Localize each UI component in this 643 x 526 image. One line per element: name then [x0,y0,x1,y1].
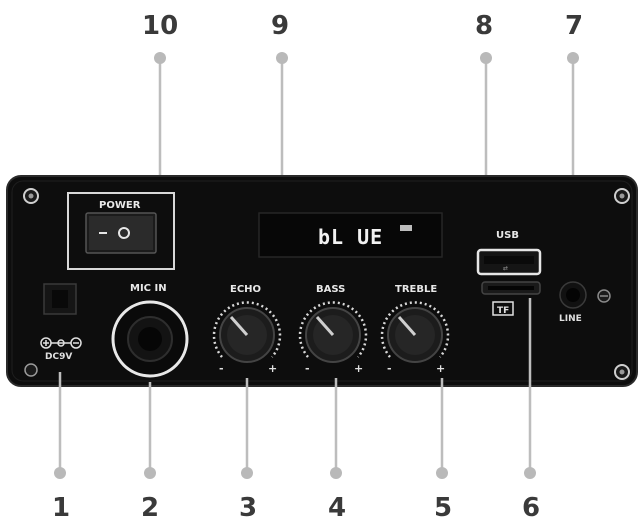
tf-label: TF [497,306,509,316]
usb-symbol-icon: ⇄ [503,265,508,272]
callout-number-6: 6 [522,493,540,523]
callout-dot-9 [276,52,288,64]
callout-dot-8 [480,52,492,64]
polarity-icon [40,337,82,349]
callout-number-1: 1 [52,493,70,523]
mic-in-label: MIC IN [130,283,167,294]
callout-dot-5 [436,467,448,479]
display-indicator [400,225,412,231]
echo-knob[interactable] [219,307,275,363]
minus-icon: - [305,362,310,375]
bass-knob[interactable] [305,307,361,363]
callout-dot-3 [241,467,253,479]
callout-dot-10 [154,52,166,64]
top-callout-dots [154,52,579,64]
line-label: LINE [559,314,582,324]
plus-icon: + [436,362,445,375]
corner-screws [23,188,630,380]
callout-number-4: 4 [328,493,346,523]
callout-dot-2 [144,467,156,479]
callout-number-2: 2 [141,493,159,523]
dc-label: DC9V [45,352,72,362]
bottom-callout-dots [54,467,536,479]
callout-dot-7 [567,52,579,64]
power-label: POWER [99,200,141,211]
callout-dot-6 [524,467,536,479]
callout-number-3: 3 [239,493,257,523]
knob-tick-rings [212,301,450,358]
bottom-leader-lines [58,298,532,473]
callout-number-9: 9 [271,11,289,41]
callout-dot-4 [330,467,342,479]
display-text: bL UE [318,225,383,249]
sd-card-icon [492,301,514,316]
callout-number-5: 5 [434,493,452,523]
echo-label: ECHO [230,284,261,295]
minus-icon: - [387,362,392,375]
usb-label: USB [496,230,519,241]
led-display [258,212,443,258]
panel-screw-small [597,289,611,303]
callout-number-10: 10 [142,11,178,41]
power-switch-frame [67,192,175,270]
callout-dot-1 [54,467,66,479]
callout-number-8: 8 [475,11,493,41]
minus-icon: - [219,362,224,375]
treble-label: TREBLE [395,284,437,295]
knob-range-marks: - + - + - + [219,362,445,375]
callout-number-7: 7 [565,11,583,41]
plus-icon: + [354,362,363,375]
plus-icon: + [268,362,277,375]
bass-label: BASS [316,284,345,295]
treble-knob[interactable] [387,307,443,363]
